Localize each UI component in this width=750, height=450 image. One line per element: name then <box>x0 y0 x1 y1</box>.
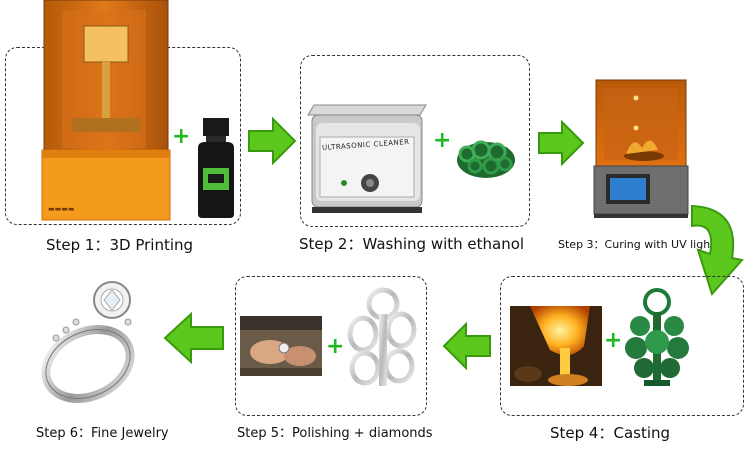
green-resin-print-icon <box>457 140 515 178</box>
right-arrow-icon <box>248 116 297 166</box>
silver-rings-icon <box>347 287 417 386</box>
uv-curing-box-icon <box>593 79 689 218</box>
curved-down-arrow-icon <box>691 204 744 296</box>
plus-sign-4: + <box>604 328 623 353</box>
plus-sign-2: + <box>433 128 452 153</box>
ultrasonic-cleaner-icon <box>307 104 427 213</box>
right-arrow-icon <box>538 119 585 167</box>
step-4-label: Step 4：Casting <box>550 424 671 442</box>
step-6-label: Step 6：Fine Jewelry <box>36 426 169 441</box>
diamond-ring-icon <box>41 281 135 403</box>
step-5-box <box>235 276 427 416</box>
molten-metal-casting-icon <box>510 306 602 386</box>
printer-brand: ▬▬▬▬ <box>48 205 75 213</box>
step-2-label: Step 2：Washing with ethanol <box>299 235 525 253</box>
polishing-hands-icon <box>240 316 322 376</box>
step-3-label: Step 3：Curing with UV light <box>558 238 715 251</box>
plus-sign-5: + <box>326 334 345 359</box>
3d-printer-icon <box>41 0 171 221</box>
step-4-box <box>500 276 744 416</box>
plus-sign-1: + <box>172 124 191 149</box>
step-5-label: Step 5：Polishing + diamonds <box>237 426 433 441</box>
step-1-label: Step 1：3D Printing <box>46 236 194 254</box>
resin-bottle-icon <box>198 118 234 218</box>
left-arrow-icon <box>163 311 224 365</box>
left-arrow-icon <box>442 321 491 371</box>
step-2-box <box>300 55 530 227</box>
green-tree-casting-icon <box>625 288 689 386</box>
